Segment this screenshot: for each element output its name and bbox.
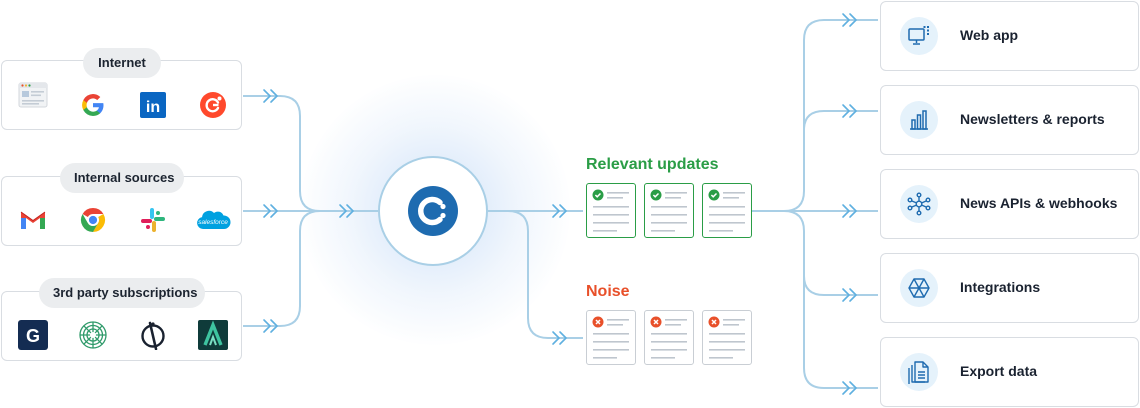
noise-label: Noise — [586, 283, 630, 300]
chevron-icon — [552, 331, 567, 345]
relevant-card — [702, 183, 752, 238]
contify-logo-icon — [408, 186, 458, 236]
relevant-updates-label: Relevant updates — [586, 156, 719, 173]
chevron-icon — [842, 204, 857, 218]
chevron-icon — [263, 319, 278, 333]
hub-circle — [378, 156, 488, 266]
check-icon — [708, 189, 745, 232]
gmail-icon — [17, 204, 49, 236]
chevron-icon — [842, 104, 857, 118]
chevron-icon — [339, 204, 354, 218]
output-news-apis: News APIs & webhooks — [880, 169, 1139, 239]
noise-card — [702, 310, 752, 365]
output-label-news-apis: News APIs & webhooks — [960, 195, 1118, 211]
chevron-icon — [842, 288, 857, 302]
source-title-3rd-party: 3rd party subscriptions — [39, 278, 205, 308]
g-publisher-icon-text: G — [26, 326, 40, 346]
source-title-internal: Internal sources — [60, 163, 184, 193]
alpha-logo-icon — [197, 319, 229, 351]
bar-chart-icon — [900, 101, 938, 139]
monitor-icon — [900, 17, 938, 55]
linkedin-icon-text: in — [146, 99, 160, 116]
linkedin-icon: in — [137, 89, 169, 121]
cross-icon — [708, 316, 745, 359]
output-integrations: Integrations — [880, 253, 1139, 323]
source-title-internet: Internet — [83, 48, 161, 78]
salesforce-icon-text: salesforce — [198, 219, 228, 226]
chevron-icon — [263, 204, 278, 218]
cross-icon — [592, 316, 629, 359]
output-web-app: Web app — [880, 1, 1139, 71]
chevron-icon — [842, 13, 857, 27]
output-label-newsletters: Newsletters & reports — [960, 111, 1105, 127]
slack-icon — [137, 204, 169, 236]
output-export-data: Export data — [880, 337, 1139, 407]
output-label-web-app: Web app — [960, 27, 1019, 43]
cross-icon — [650, 316, 687, 359]
integrations-icon — [900, 269, 938, 307]
output-newsletters-reports: Newsletters & reports — [880, 85, 1139, 155]
check-icon — [592, 189, 629, 232]
chrome-icon — [77, 204, 109, 236]
browser-icon — [17, 79, 49, 111]
chevron-icon — [552, 204, 567, 218]
noise-card — [644, 310, 694, 365]
chevron-icon — [842, 381, 857, 395]
relevant-card — [586, 183, 636, 238]
relevant-card — [644, 183, 694, 238]
check-icon — [650, 189, 687, 232]
noise-card — [586, 310, 636, 365]
g-publisher-icon: G — [17, 319, 49, 351]
network-icon — [900, 185, 938, 223]
salesforce-icon: salesforce — [195, 204, 231, 236]
output-label-export-data: Export data — [960, 363, 1038, 379]
source-box-3rd-party: G — [1, 291, 242, 361]
chevron-icon — [263, 89, 278, 103]
output-label-integrations: Integrations — [960, 279, 1041, 295]
document-icon — [900, 353, 938, 391]
sunburst-logo-icon — [77, 319, 109, 351]
circle-slash-logo-icon — [137, 319, 169, 351]
google-icon — [77, 89, 109, 121]
g2-icon — [197, 89, 229, 121]
source-box-internet: in — [1, 60, 242, 130]
